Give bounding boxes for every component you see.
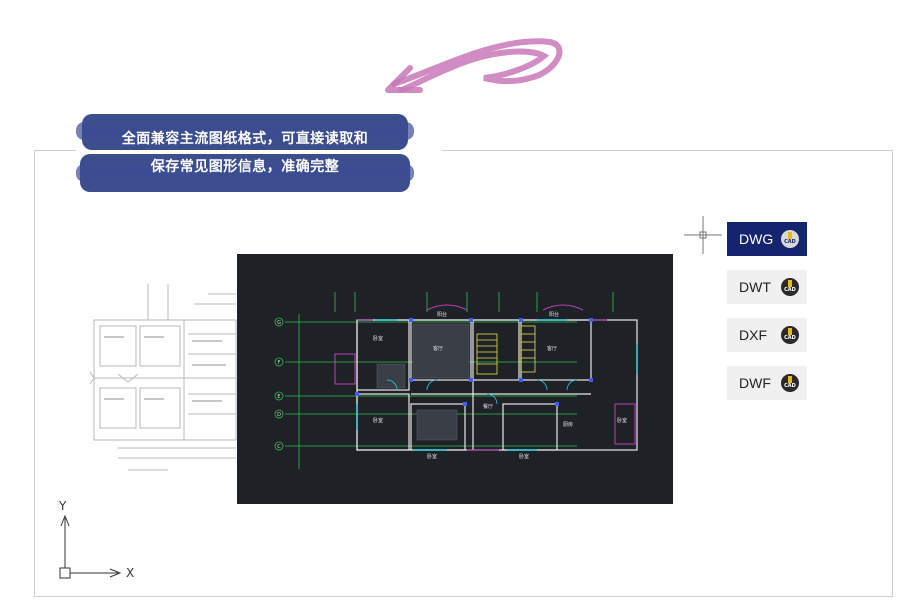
banner-line-1: 全面兼容主流图纸格式，可直接读取和: [121, 131, 369, 147]
feature-banner: 全面兼容主流图纸格式，可直接读取和 保存常见图形信息，准确完整: [76, 108, 414, 198]
frame-gap: [76, 148, 442, 154]
grid-label-e: E: [277, 394, 280, 400]
cad-icon-text: CAD: [784, 383, 796, 389]
room-label: 客厅: [433, 345, 443, 352]
cad-floor-plan-drawing: G F E D C: [274, 292, 638, 469]
room-label: 阳台: [437, 311, 447, 318]
cad-icon-text: CAD: [784, 287, 796, 293]
room-label: 厨房: [563, 421, 573, 428]
y-axis-label: Y: [58, 499, 67, 513]
cad-icon-text: CAD: [784, 239, 796, 245]
format-button-dxf[interactable]: DXF CAD: [727, 318, 807, 352]
room-label: 卧室: [373, 335, 383, 342]
cad-drawing-viewport[interactable]: G F E D C: [237, 254, 673, 504]
cad-icon: CAD: [781, 326, 799, 344]
grid-label-c: C: [277, 444, 281, 450]
brush-stroke-background: [76, 114, 414, 192]
x-axis-label: X: [126, 566, 134, 580]
grid-label-f: F: [278, 360, 281, 366]
crosshair-cursor-icon: [684, 216, 722, 254]
cad-icon: CAD: [781, 230, 799, 248]
content-frame: [34, 150, 893, 597]
room-label: 卧室: [519, 453, 529, 460]
sketch-floor-plan-image: [89, 284, 237, 471]
format-button-dwt[interactable]: DWT CAD: [727, 270, 807, 304]
room-label: 卧室: [373, 417, 383, 424]
room-label: 卧室: [427, 453, 437, 460]
grid-label-g: G: [277, 320, 281, 326]
format-button-dwg[interactable]: DWG CAD: [727, 222, 807, 256]
brush-arrow-icon: [385, 38, 563, 93]
format-label: DWG: [739, 231, 774, 247]
grid-label-d: D: [277, 412, 281, 418]
format-label: DWF: [739, 375, 771, 391]
room-label: 阳台: [549, 311, 559, 318]
cad-icon: CAD: [781, 374, 799, 392]
file-format-list: DWG CAD DWT CAD DXF CAD DWF CAD: [727, 222, 809, 414]
cad-icon-text: CAD: [784, 335, 796, 341]
cad-icon: CAD: [781, 278, 799, 296]
banner-line-2: 保存常见图形信息，准确完整: [150, 159, 340, 175]
room-label: 客厅: [547, 345, 557, 352]
format-button-dwf[interactable]: DWF CAD: [727, 366, 807, 400]
format-label: DXF: [739, 327, 767, 343]
room-label: 餐厅: [483, 403, 493, 410]
format-label: DWT: [739, 279, 771, 295]
ucs-axis-icon: Y X: [58, 499, 134, 580]
room-label: 卧室: [617, 417, 627, 424]
